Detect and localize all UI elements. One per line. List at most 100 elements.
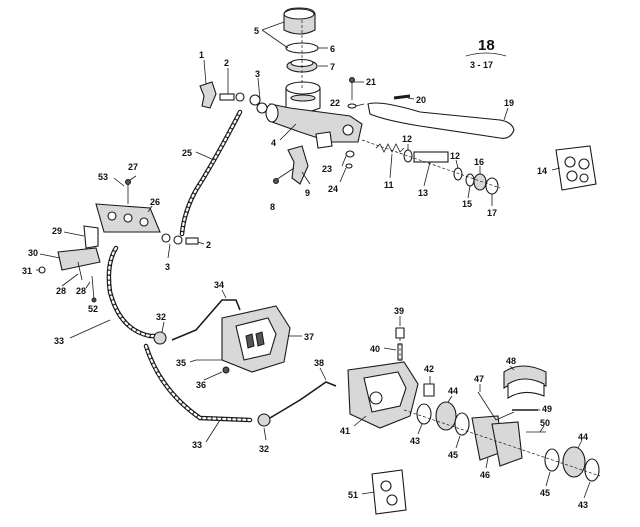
leader-32b (263, 427, 267, 441)
label-part-43b: 43 (578, 500, 588, 510)
label-part-41: 41 (340, 426, 350, 436)
union-bolt-2 (185, 237, 199, 245)
label-part-7: 7 (330, 62, 335, 72)
leader-5b (261, 29, 289, 49)
leader-45b (545, 471, 551, 487)
caliper-piston-44a (435, 401, 457, 431)
label-part-8: 8 (270, 202, 275, 212)
leader-48 (509, 365, 515, 371)
leader-26 (147, 205, 153, 213)
leader-33b (205, 419, 221, 443)
caliper-washer-36 (222, 366, 230, 374)
leader-11 (389, 153, 393, 179)
pad-spring-47 (477, 391, 515, 421)
kit-seal-b (578, 158, 590, 170)
label-part-15: 15 (462, 199, 472, 209)
leader-3a (257, 77, 261, 101)
label-part-28b: 28 (76, 286, 86, 296)
banjo-bolt (219, 93, 235, 101)
label-part-3a: 3 (255, 69, 260, 79)
axis-piston (361, 139, 501, 189)
clamp-bolt (275, 167, 295, 181)
distribution-block-assembly (38, 179, 199, 303)
label-part-20: 20 (416, 95, 426, 105)
leader-23 (341, 155, 347, 167)
label-part-26: 26 (150, 197, 160, 207)
caliper-seal-kit (371, 469, 407, 515)
label-part-12a: 12 (402, 134, 412, 144)
label-part-13: 13 (418, 188, 428, 198)
master-cylinder-body (269, 103, 363, 143)
piston-washer (465, 173, 475, 187)
banjo-washer-a (235, 92, 245, 102)
piston-seal-43a (416, 403, 432, 425)
union-washer-b (173, 235, 183, 245)
label-part-30: 30 (28, 248, 38, 258)
leader-20 (407, 97, 415, 100)
leader-13 (423, 161, 431, 187)
part-labels: 1 2 3 5 6 7 4 8 9 21 22 20 19 11 12 13 1… (22, 26, 588, 510)
label-part-11: 11 (384, 180, 394, 190)
leader-32a (161, 321, 165, 333)
figure-number: 18 (478, 37, 495, 54)
reservoir-opening (285, 81, 321, 95)
label-part-38: 38 (314, 358, 324, 368)
label-part-34: 34 (214, 280, 224, 290)
bracket-screw-28a (77, 261, 83, 281)
union-washer-a (161, 233, 171, 243)
leader-9 (301, 171, 311, 185)
label-part-1: 1 (199, 50, 204, 60)
union-bolt-head (125, 179, 131, 185)
leader-4 (279, 123, 297, 141)
label-part-3b: 3 (165, 262, 170, 272)
leader-44a (447, 395, 453, 403)
reservoir-cap-top (283, 8, 315, 20)
label-part-22: 22 (330, 98, 340, 108)
leader-43b (583, 481, 591, 499)
leader-5a (261, 21, 285, 31)
leader-22 (355, 103, 365, 107)
pivot-nut (345, 150, 355, 158)
caliper-37-face (235, 317, 277, 361)
pivot-washer (347, 103, 357, 109)
leader-53 (113, 177, 125, 187)
label-part-52: 52 (88, 304, 98, 314)
leader-12b (455, 159, 459, 169)
caliper-41-face (363, 371, 407, 413)
bleed-valve-40 (397, 343, 403, 361)
piston-circlip (473, 173, 487, 191)
figure-page-range: 3 - 17 (470, 60, 493, 70)
label-part-2b: 2 (206, 240, 211, 250)
label-part-50: 50 (540, 418, 550, 428)
reservoir-inner (290, 94, 316, 102)
lever-pivot-boss (342, 124, 354, 136)
pad-set-48-back (507, 378, 545, 399)
seal-kit-bag (555, 145, 597, 191)
leader-44b (577, 439, 583, 449)
leader-19 (503, 107, 509, 121)
banjo-fitting (199, 81, 217, 109)
hose-33a (106, 245, 163, 339)
label-part-32a: 32 (156, 312, 166, 322)
leader-28a (61, 273, 79, 287)
leader-45a (455, 435, 461, 449)
leader-29 (63, 231, 85, 237)
clamp-bolt-head (273, 178, 279, 184)
label-part-6: 6 (330, 44, 335, 54)
hose-33b-inner (144, 344, 252, 422)
leader-41 (353, 415, 367, 427)
label-part-40: 40 (370, 344, 380, 354)
label-part-19: 19 (504, 98, 514, 108)
upper-brake-hose (179, 109, 243, 237)
label-part-37: 37 (304, 332, 314, 342)
caliper-internals (371, 365, 600, 515)
kit-51-seal-b (386, 494, 398, 506)
label-part-53: 53 (98, 172, 108, 182)
union-port-a (107, 211, 117, 221)
leader-15 (467, 185, 471, 199)
union-fitting-29 (83, 225, 99, 249)
leader-46 (485, 457, 489, 469)
label-part-51: 51 (348, 490, 358, 500)
label-part-12b: 12 (450, 151, 460, 161)
